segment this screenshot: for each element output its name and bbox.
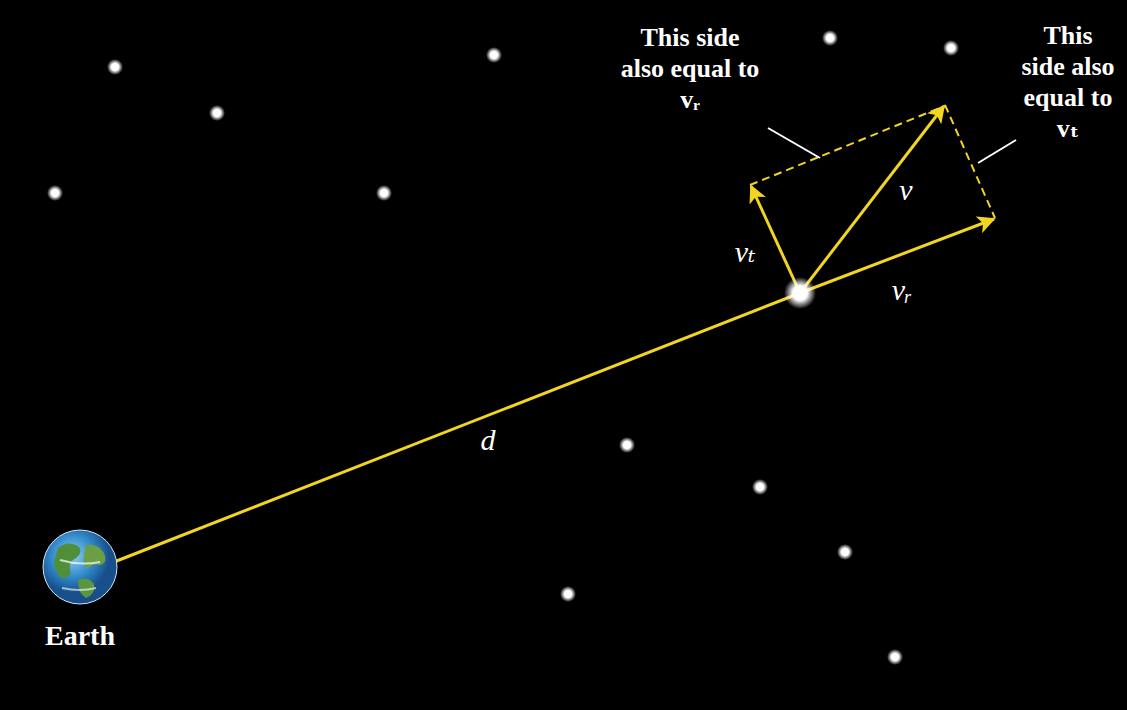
background-star (943, 40, 959, 56)
earth-label: Earth (45, 620, 115, 652)
vector-label: v (899, 173, 912, 207)
callout-note: This side also equal to vₜ (1020, 20, 1116, 144)
background-star (107, 59, 123, 75)
leader-line (978, 140, 1016, 163)
tangential-velocity-arrow (751, 186, 800, 293)
background-star (752, 479, 768, 495)
background-star (209, 105, 225, 121)
background-star (376, 185, 392, 201)
background-star (47, 185, 63, 201)
background-stars (47, 30, 959, 665)
background-star (822, 30, 838, 46)
background-star (560, 586, 576, 602)
vector-label: vₜ (735, 235, 756, 269)
callout-note: This side also equal to vᵣ (620, 22, 760, 115)
leader-line (768, 128, 820, 158)
background-star (837, 544, 853, 560)
star (784, 277, 816, 309)
dashed-side (945, 105, 995, 218)
distance-label: d (481, 423, 496, 457)
space-velocity-arrow (800, 106, 944, 293)
distance-line (114, 295, 795, 562)
background-star (486, 47, 502, 63)
vector-label: vᵣ (892, 273, 913, 307)
earth-globe (43, 530, 117, 604)
background-star (887, 649, 903, 665)
background-star (619, 437, 635, 453)
